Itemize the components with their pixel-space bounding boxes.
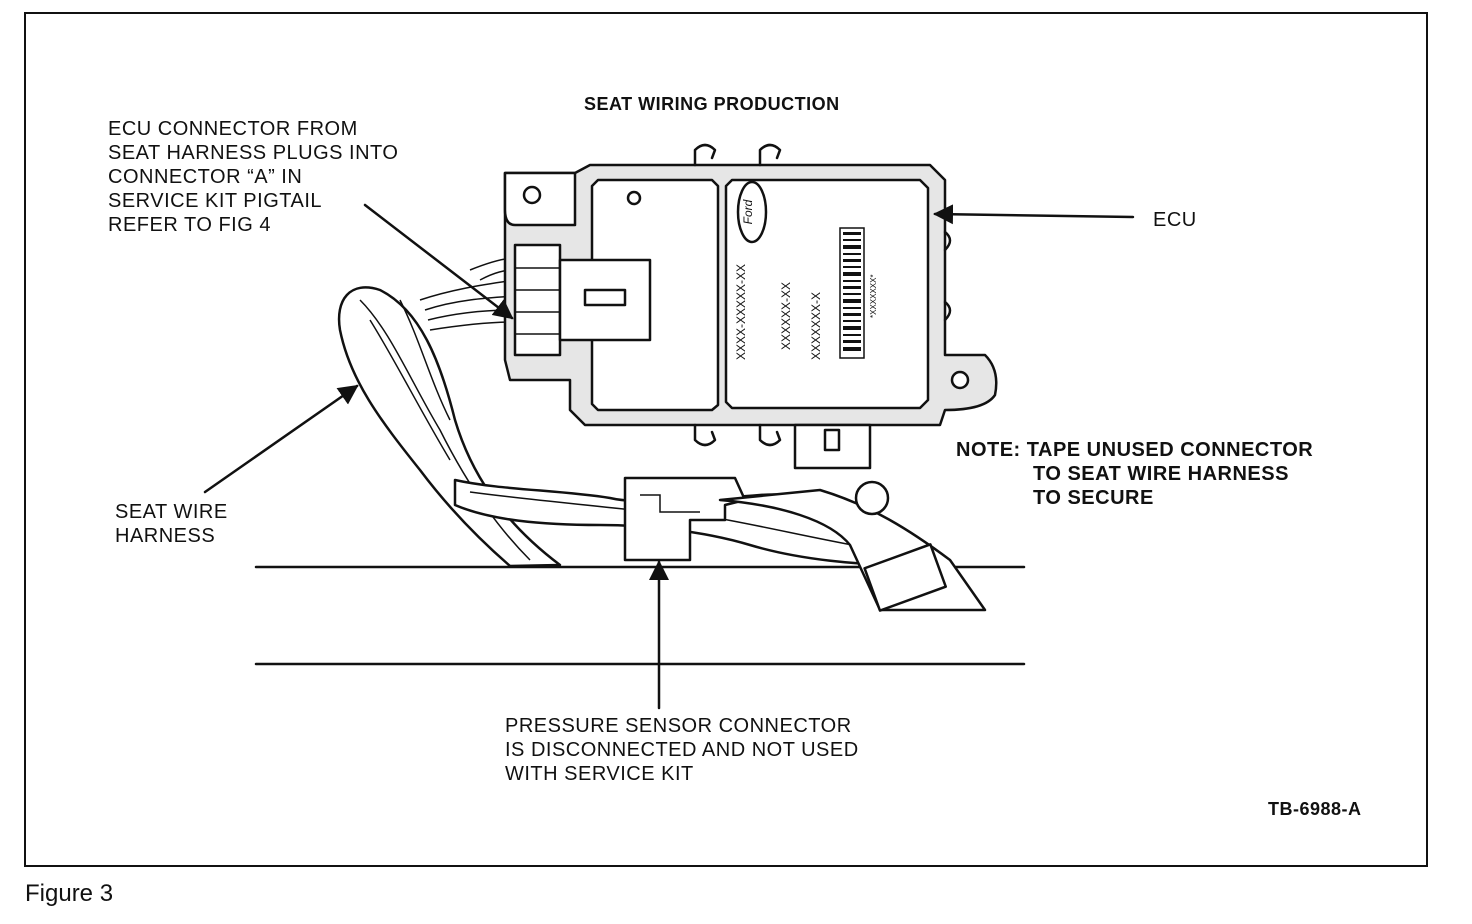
ford-logo-text: Ford: [741, 199, 755, 224]
ecu-label: ECU: [1153, 209, 1197, 231]
ecu-part-number-line3: XXXXXXX-X: [809, 292, 823, 360]
ecu-part-number-line1: XXXX-XXXXX-XX: [734, 264, 748, 360]
ecu-housing: [503, 143, 998, 470]
note-label: NOTE: TAPE UNUSED CONNECTOR: [956, 439, 1314, 461]
diagram-frame: [24, 12, 1428, 867]
ecu-connector-label: ECU CONNECTOR FROM SEAT HARNESS PLUGS IN…: [108, 118, 399, 236]
ecu-part-number-line2: XXXXXX-XX: [779, 282, 793, 350]
ecu-arrow: [933, 204, 1135, 225]
barcode-caption: *XXXXXXX*: [869, 274, 878, 318]
pressure-sensor-assembly: [623, 476, 987, 612]
seat-wire-harness-label: SEAT WIRE HARNESS: [115, 501, 228, 547]
reference-code: TB-6988-A: [1268, 799, 1362, 819]
ecu-connector-arrow: [363, 203, 514, 320]
note-continuation-label: TO SEAT WIRE HARNESS TO SECURE: [1033, 463, 1289, 509]
figure-caption: Figure 3: [25, 880, 114, 907]
pressure-sensor-label: PRESSURE SENSOR CONNECTOR IS DISCONNECTE…: [505, 715, 859, 785]
diagram-title: SEAT WIRING PRODUCTION: [584, 94, 840, 114]
ecu-part-label: Ford XXXX-XXXXX-XX XXXXXX-XX XXXXXXX-X *…: [734, 199, 878, 360]
seat-wire-harness-arrow: [203, 384, 359, 494]
